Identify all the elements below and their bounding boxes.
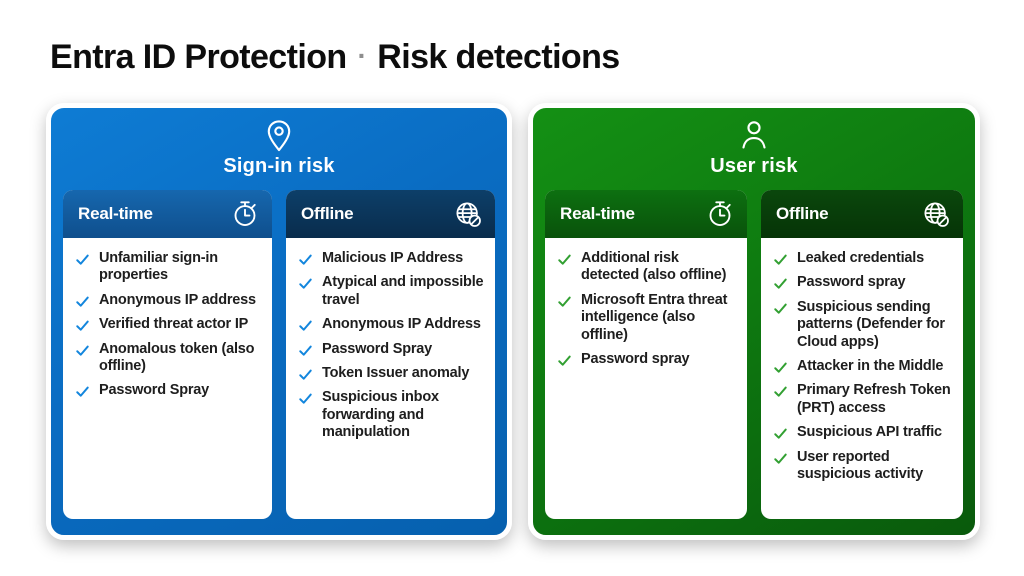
checkmark-icon [298, 252, 313, 267]
item-label: Verified threat actor IP [99, 316, 249, 333]
item-label: Suspicious sending patterns (Defender fo… [797, 298, 945, 350]
checkmark-icon [298, 343, 313, 358]
checkmark-icon [298, 367, 313, 382]
list-item: Suspicious sending patterns (Defender fo… [773, 299, 955, 351]
list-item: Malicious IP Address [298, 250, 487, 267]
checkmark-icon [773, 384, 788, 417]
item-label: Password spray [581, 350, 690, 367]
checkmark-icon [75, 384, 90, 399]
checkmark-icon [773, 276, 788, 291]
item-label: Token Issuer anomaly [322, 364, 470, 381]
item-label: Attacker in the Middle [797, 357, 944, 374]
checkmark-icon [773, 451, 788, 484]
signin-columns: Real-time Unfamiliar si [63, 190, 495, 519]
risk-list: Unfamiliar sign-in properties Anonymous … [63, 238, 272, 519]
item-label: Anonymous IP Address [322, 316, 481, 333]
item-label: User reported suspicious activity [797, 448, 923, 482]
user-columns: Real-time Additional ri [545, 190, 963, 519]
checkmark-icon [773, 426, 788, 441]
column-label: Offline [776, 204, 829, 223]
list-item: Password spray [557, 351, 739, 368]
column-label: Real-time [560, 204, 635, 223]
list-item: Verified threat actor IP [75, 316, 264, 333]
list-item: Atypical and impossible travel [298, 274, 487, 309]
globe-offline-icon [921, 199, 951, 229]
list-item: Primary Refresh Token (PRT) access [773, 382, 955, 417]
signin-realtime-column: Real-time Unfamiliar si [63, 190, 272, 519]
person-icon [737, 118, 771, 152]
item-label: Malicious IP Address [322, 250, 464, 266]
stopwatch-icon [705, 199, 735, 229]
checkmark-icon [298, 276, 313, 309]
location-pin-icon [262, 118, 296, 152]
list-item: Suspicious API traffic [773, 424, 955, 441]
list-item: Unfamiliar sign-in properties [75, 250, 264, 285]
list-item: Password Spray [75, 382, 264, 399]
signin-risk-panel: Sign-in risk Real-time [46, 103, 512, 540]
list-item: Password spray [773, 274, 955, 291]
item-label: Additional risk detected (also offline) [581, 250, 727, 284]
user-realtime-column: Real-time Additional ri [545, 190, 747, 519]
risk-list: Malicious IP Address Atypical and imposs… [286, 238, 495, 519]
title-topic: Risk detections [377, 38, 620, 76]
item-label: Atypical and impossible travel [322, 274, 484, 308]
item-label: Unfamiliar sign-in properties [99, 250, 218, 284]
list-item: Anonymous IP address [75, 292, 264, 309]
globe-offline-icon [453, 199, 483, 229]
list-item: Anomalous token (also offline) [75, 341, 264, 376]
list-item: Microsoft Entra threat intelligence (als… [557, 292, 739, 344]
stopwatch-icon [230, 199, 260, 229]
checkmark-icon [557, 294, 572, 344]
checkmark-icon [75, 252, 90, 285]
list-item: Password Spray [298, 341, 487, 358]
checkmark-icon [75, 318, 90, 333]
list-item: Attacker in the Middle [773, 358, 955, 375]
risk-panels: Sign-in risk Real-time [46, 103, 980, 540]
column-header: Real-time [63, 190, 272, 238]
risk-list: Leaked credentials Password spray Suspic… [761, 238, 963, 519]
title-separator: · [357, 40, 367, 71]
item-label: Leaked credentials [797, 250, 924, 266]
checkmark-icon [557, 252, 572, 285]
title-product: Entra ID Protection [50, 38, 347, 76]
item-label: Anomalous token (also offline) [99, 340, 255, 374]
list-item: Additional risk detected (also offline) [557, 250, 739, 285]
checkmark-icon [557, 353, 572, 368]
column-header: Real-time [545, 190, 747, 238]
list-item: Leaked credentials [773, 250, 955, 267]
checkmark-icon [75, 343, 90, 376]
list-item: User reported suspicious activity [773, 449, 955, 484]
item-label: Password Spray [322, 340, 433, 357]
panel-title: Sign-in risk [223, 155, 335, 177]
list-item: Suspicious inbox forwarding and manipula… [298, 389, 487, 441]
page-title: Entra ID Protection · Risk detections [50, 38, 620, 77]
signin-offline-column: Offline [286, 190, 495, 519]
item-label: Password Spray [99, 382, 210, 399]
item-label: Password spray [797, 274, 906, 291]
checkmark-icon [298, 318, 313, 333]
checkmark-icon [75, 294, 90, 309]
list-item: Anonymous IP Address [298, 316, 487, 333]
column-label: Offline [301, 204, 354, 223]
item-label: Primary Refresh Token (PRT) access [797, 382, 951, 416]
list-item: Token Issuer anomaly [298, 365, 487, 382]
checkmark-icon [773, 252, 788, 267]
checkmark-icon [773, 360, 788, 375]
user-panel-header: User risk [545, 114, 963, 178]
checkmark-icon [773, 301, 788, 351]
item-label: Anonymous IP address [99, 291, 256, 308]
user-risk-panel: User risk Real-time [528, 103, 980, 540]
risk-list: Additional risk detected (also offline) … [545, 238, 747, 519]
column-label: Real-time [78, 204, 153, 223]
item-label: Microsoft Entra threat intelligence (als… [581, 291, 728, 343]
item-label: Suspicious inbox forwarding and manipula… [322, 389, 439, 441]
column-header: Offline [286, 190, 495, 238]
panel-title: User risk [710, 155, 798, 177]
checkmark-icon [298, 391, 313, 441]
column-header: Offline [761, 190, 963, 238]
user-offline-column: Offline [761, 190, 963, 519]
signin-panel-header: Sign-in risk [63, 114, 495, 178]
item-label: Suspicious API traffic [797, 424, 942, 441]
